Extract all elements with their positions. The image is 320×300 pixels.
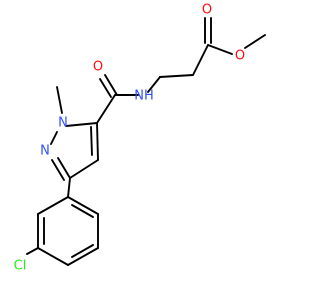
bond-ring-c4-c3 <box>69 159 99 179</box>
atom-label-pyrazole-n2: N <box>40 144 50 159</box>
bond-ring-c5-n1 <box>65 122 98 127</box>
atom-label-carbonyl-o-ester: O <box>202 3 212 18</box>
bond-amide-double-1 <box>104 74 118 96</box>
bond-benzene-3 <box>67 247 99 266</box>
bond-pyrazole-aryl <box>67 177 71 198</box>
bond-benzene-6 <box>37 196 69 215</box>
bond-ester-chain <box>192 44 209 76</box>
molecule-structure-diagram: O O O NH N N Cl <box>14 3 266 274</box>
bond-ring-c5-c4 <box>96 122 99 161</box>
bond-ch2-nh <box>147 76 161 93</box>
bond-ring-n2-n1 <box>50 131 58 145</box>
bond-chain-ch2 <box>159 74 194 78</box>
bond-ring-c3-n2-2 <box>51 159 65 181</box>
atom-label-ester-o: O <box>235 49 245 64</box>
atom-label-amide-o: O <box>93 60 103 75</box>
bond-ring-c3-n2-1 <box>57 157 71 179</box>
bond-ester-o-carbon <box>207 44 233 55</box>
atom-label-chlorine: Cl <box>14 259 27 274</box>
atom-label-amide-nh: NH <box>134 89 154 104</box>
atom-label-layer: O O O NH N N Cl <box>14 3 245 274</box>
bond-benzene-inner-2 <box>71 244 94 258</box>
atom-label-pyrazole-n1: N <box>58 116 68 131</box>
bond-layer <box>26 17 266 266</box>
bond-ring-c4-c5-inner <box>90 126 93 156</box>
bond-benzene-4 <box>37 247 69 266</box>
bond-benzene-1 <box>67 196 99 215</box>
bond-ester-methyl <box>244 34 266 49</box>
bond-benzene-inner-1 <box>71 204 94 218</box>
bond-n1-methyl <box>56 86 63 114</box>
bond-carbonyl-ring <box>96 94 116 124</box>
bond-amide-double-2 <box>99 78 112 98</box>
bond-aryl-chlorine <box>26 247 39 255</box>
